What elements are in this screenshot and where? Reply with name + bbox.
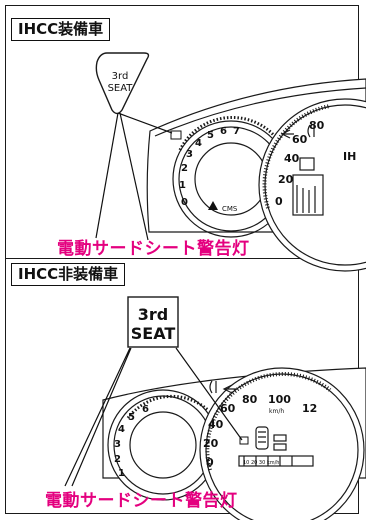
indicator-b-line2: SEAT — [131, 324, 176, 343]
svg-text:60: 60 — [220, 402, 236, 415]
indicator-diamond-a — [95, 52, 150, 115]
svg-text:0: 0 — [206, 456, 214, 469]
svg-text:80: 80 — [242, 393, 258, 406]
svg-text:100: 100 — [268, 393, 291, 406]
indicator-b-small — [239, 436, 249, 445]
dashboard-a — [146, 78, 366, 272]
svg-text:0: 0 — [275, 195, 283, 208]
tach-a-numbers: 0 1 2 3 4 5 6 7 CMS — [179, 126, 240, 213]
section-b-label: IHCC非装備車 — [11, 263, 126, 286]
svg-text:5: 5 — [128, 412, 135, 423]
svg-text:km/h: km/h — [269, 408, 284, 415]
svg-text:20: 20 — [203, 437, 219, 450]
svg-text:6: 6 — [220, 126, 227, 137]
svg-text:20: 20 — [278, 173, 294, 186]
svg-text:4: 4 — [195, 138, 202, 149]
svg-text:0: 0 — [181, 197, 188, 208]
svg-text:40: 40 — [208, 418, 224, 431]
svg-text:6: 6 — [142, 404, 149, 415]
svg-text:3: 3 — [114, 439, 121, 450]
indicator-box-b — [127, 296, 179, 348]
svg-text:CMS: CMS — [222, 205, 238, 213]
leader-lines-a — [95, 112, 173, 241]
odo-scale-b: 10 20 30 km/h — [243, 460, 279, 466]
warning-triangle-icon — [208, 201, 218, 210]
svg-text:3: 3 — [186, 149, 193, 160]
svg-text:60: 60 — [292, 133, 308, 146]
caption-a: 電動サードシート警告灯 — [57, 239, 250, 259]
leader-lines-b — [64, 347, 243, 487]
svg-text:1: 1 — [118, 468, 125, 479]
svg-text:1: 1 — [179, 180, 186, 191]
svg-text:2: 2 — [114, 454, 121, 465]
indicator-a-small — [170, 130, 182, 140]
dashboard-b — [102, 367, 366, 520]
svg-text:40: 40 — [284, 152, 300, 165]
svg-text:5: 5 — [207, 130, 214, 141]
section-a-label: IHCC装備車 — [11, 18, 111, 41]
section-divider — [5, 258, 359, 259]
speed-b-numbers: 0 20 40 60 80 100 12 km/h — [203, 393, 317, 469]
indicator-b-line1: 3rd — [138, 305, 168, 324]
indicator-a-line2: SEAT — [108, 83, 134, 94]
svg-text:2: 2 — [181, 163, 188, 174]
svg-text:80: 80 — [309, 119, 325, 132]
svg-text:4: 4 — [118, 424, 125, 435]
svg-text:12: 12 — [302, 402, 317, 415]
indicator-a-line1: 3rd — [112, 71, 129, 82]
tach-b-numbers: 6 5 4 3 2 1 — [114, 404, 149, 479]
svg-text:7: 7 — [233, 126, 240, 137]
svg-text:IH: IH — [343, 150, 356, 163]
speed-a-numbers: 0 20 40 60 80 IH — [275, 119, 356, 208]
caption-b: 電動サードシート警告灯 — [45, 491, 238, 511]
